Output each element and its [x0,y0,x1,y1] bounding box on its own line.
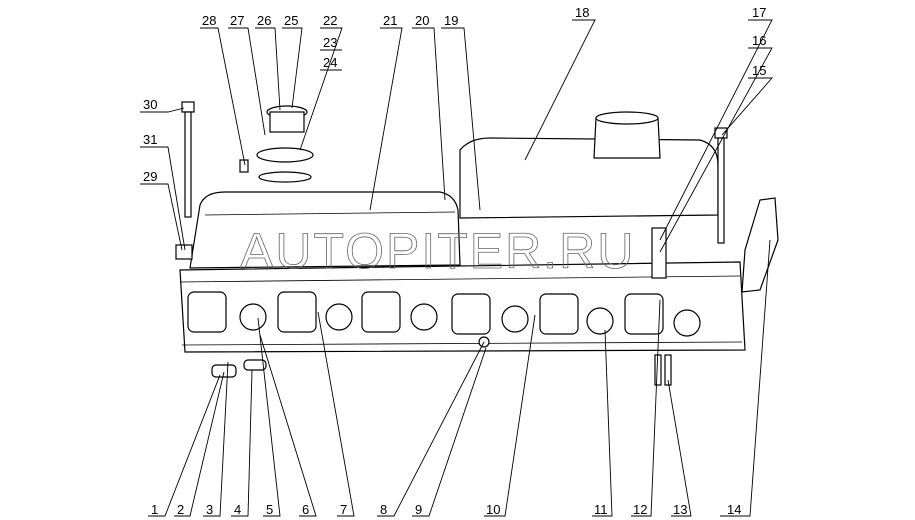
callout-19: 19 [444,13,458,28]
callout-1: 1 [151,502,158,517]
callout-25: 25 [284,13,298,28]
callout-21: 21 [383,13,397,28]
callout-15: 15 [752,63,766,78]
callout-30: 30 [143,97,157,112]
callout-16: 16 [752,33,766,48]
callout-13: 13 [673,502,687,517]
leader-lines [140,19,773,517]
exhaust-ports [187,291,664,335]
callout-28: 28 [202,13,216,28]
watermark: AUTOPITER.RU [240,223,635,279]
callout-11: 11 [594,502,608,517]
callout-2: 2 [177,502,184,517]
callouts: 28 27 26 25 22 23 24 21 20 19 18 17 16 1… [143,5,766,517]
callout-8: 8 [380,502,387,517]
callout-23: 23 [323,35,337,50]
callout-18: 18 [575,5,589,20]
callout-6: 6 [302,502,309,517]
callout-29: 29 [143,169,157,184]
callout-3: 3 [206,502,213,517]
callout-22: 22 [323,13,337,28]
callout-24: 24 [323,55,337,70]
bolts [175,101,728,386]
callout-14: 14 [727,502,741,517]
callout-7: 7 [340,502,347,517]
callout-20: 20 [415,13,429,28]
intake-ports [239,303,701,337]
lifting-bracket [741,197,779,293]
callout-5: 5 [266,502,273,517]
callout-10: 10 [486,502,500,517]
callout-27: 27 [230,13,244,28]
callout-26: 26 [257,13,271,28]
callout-17: 17 [752,5,766,20]
oil-filler-cap [256,105,314,183]
callout-12: 12 [633,502,647,517]
callout-31: 31 [143,132,157,147]
callout-4: 4 [234,502,241,517]
front-valve-cover [189,191,461,269]
callout-9: 9 [415,502,422,517]
